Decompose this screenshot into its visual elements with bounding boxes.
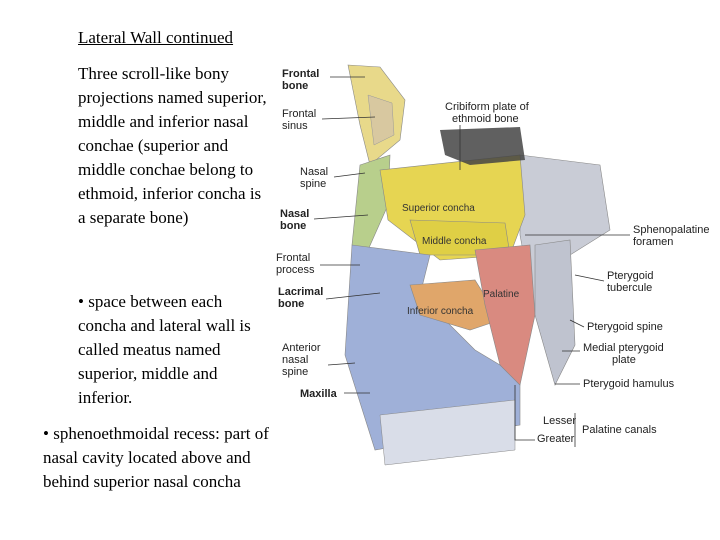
frontal-process-label: Frontal process — [276, 252, 315, 276]
medial-pterygoid-plate-label: Medial pterygoid plate — [583, 342, 667, 366]
lateral-nasal-wall-figure: Superior concha Middle concha Inferior c… — [270, 55, 720, 495]
sphenopalatine-foramen-label: Sphenopalatine foramen — [633, 224, 713, 248]
frontal-sinus-shape — [367, 94, 395, 146]
palatine-canals-label: Palatine canals — [582, 424, 657, 436]
paragraph-sphenoethmoidal-recess: • sphenoethmoidal recess: part of nasal … — [43, 424, 269, 491]
nasal-spine-label: Nasal spine — [300, 166, 331, 190]
pterygoid-plate-shape — [534, 239, 576, 386]
palatine-shape — [474, 244, 536, 386]
pterygoid-tubercule-label: Pterygoid tubercule — [607, 270, 657, 294]
palatine-label: Palatine — [483, 289, 520, 300]
pterygoid-hamulus-label: Pterygoid hamulus — [583, 378, 675, 390]
nasal-bone-shape — [351, 154, 391, 251]
cribiform-plate-label: Cribiform plate of ethmoid bone — [445, 101, 532, 125]
anterior-nasal-spine-label: Anterior nasal spine — [282, 342, 324, 378]
lateral-wall-illustration: Superior concha Middle concha Inferior c… — [276, 64, 713, 466]
lacrimal-bone-label: Lacrimal bone — [278, 286, 326, 310]
middle-concha-label: Middle concha — [422, 236, 487, 247]
lesser-palatine-label: Lesser — [543, 415, 576, 427]
paragraph-conchae: Three scroll-like bony projections named… — [78, 64, 267, 227]
pterygoid-spine-label: Pterygoid spine — [587, 321, 663, 333]
ethmoid-air-cells — [440, 127, 525, 165]
inferior-concha-shape — [409, 279, 501, 331]
frontal-bone-label: Frontal bone — [282, 68, 322, 92]
inferior-concha-label: Inferior concha — [407, 306, 474, 317]
greater-palatine-label: Greater — [537, 433, 575, 445]
slide-title: Lateral Wall continued — [78, 28, 234, 47]
frontal-sinus-label: Frontal sinus — [282, 108, 319, 132]
paragraph-meatus: • space between each concha and lateral … — [78, 292, 251, 407]
nasal-bone-label: Nasal bone — [280, 208, 312, 232]
superior-concha-label: Superior concha — [402, 203, 475, 214]
maxilla-label: Maxilla — [300, 388, 338, 400]
teeth-row — [379, 399, 516, 466]
